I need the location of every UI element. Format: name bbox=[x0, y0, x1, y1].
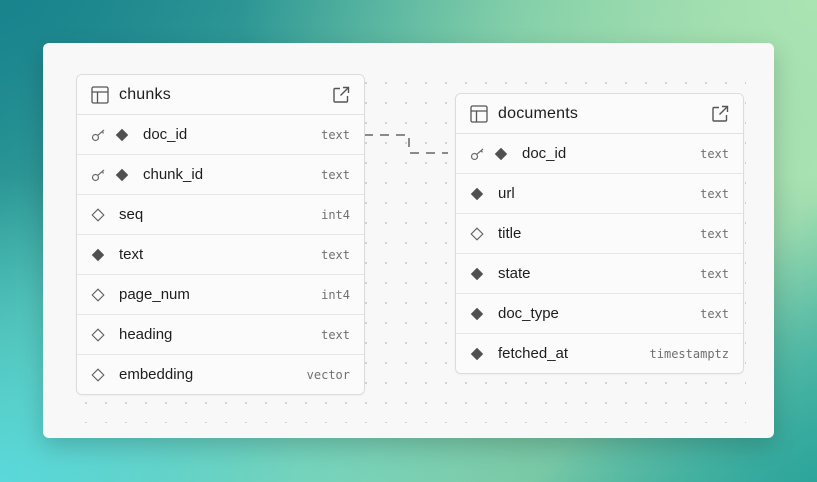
column-name: seq bbox=[119, 206, 144, 223]
column-row[interactable]: text text bbox=[77, 235, 364, 275]
table-header: chunks bbox=[77, 75, 364, 115]
column-row[interactable]: title text bbox=[456, 214, 743, 254]
key-icon bbox=[470, 147, 486, 161]
column-row[interactable]: chunk_id text bbox=[77, 155, 364, 195]
column-name: title bbox=[498, 225, 522, 242]
filled-diamond-icon bbox=[494, 147, 508, 161]
filled-diamond-icon bbox=[470, 267, 484, 281]
outline-diamond-icon bbox=[91, 207, 105, 222]
column-type: text bbox=[321, 247, 350, 262]
relation-connector bbox=[364, 134, 448, 154]
filled-diamond-icon bbox=[470, 187, 484, 201]
filled-diamond-icon bbox=[470, 307, 484, 321]
column-type: text bbox=[321, 327, 350, 342]
column-row[interactable]: state text bbox=[456, 254, 743, 294]
column-type: text bbox=[321, 127, 350, 142]
column-name: doc_id bbox=[522, 145, 567, 162]
column-name: chunk_id bbox=[143, 166, 204, 183]
column-type: text bbox=[700, 266, 729, 281]
external-link-icon[interactable] bbox=[332, 86, 350, 104]
filled-diamond-icon bbox=[115, 168, 129, 182]
column-row[interactable]: embedding vector bbox=[77, 355, 364, 394]
filled-diamond-icon bbox=[470, 347, 484, 361]
column-name: fetched_at bbox=[498, 345, 569, 362]
key-icon bbox=[91, 128, 107, 142]
column-type: text bbox=[700, 306, 729, 321]
outline-diamond-icon bbox=[91, 327, 105, 342]
external-link-icon[interactable] bbox=[711, 105, 729, 123]
column-row[interactable]: doc_id text bbox=[456, 134, 743, 174]
column-name: url bbox=[498, 185, 515, 202]
column-row[interactable]: seq int4 bbox=[77, 195, 364, 235]
column-row[interactable]: fetched_at timestamptz bbox=[456, 334, 743, 373]
column-name: state bbox=[498, 265, 531, 282]
column-type: int4 bbox=[321, 207, 350, 222]
column-type: timestamptz bbox=[649, 346, 729, 361]
column-row[interactable]: page_num int4 bbox=[77, 275, 364, 315]
key-icon bbox=[91, 168, 107, 182]
outline-diamond-icon bbox=[470, 226, 484, 241]
column-row[interactable]: doc_id text bbox=[77, 115, 364, 155]
column-row[interactable]: heading text bbox=[77, 315, 364, 355]
column-row[interactable]: doc_type text bbox=[456, 294, 743, 334]
outline-diamond-icon bbox=[91, 287, 105, 302]
column-name: heading bbox=[119, 326, 173, 343]
column-name: doc_id bbox=[143, 126, 188, 143]
column-name: doc_type bbox=[498, 305, 559, 322]
column-type: text bbox=[700, 146, 729, 161]
column-type: text bbox=[700, 186, 729, 201]
outline-diamond-icon bbox=[91, 367, 105, 382]
column-name: page_num bbox=[119, 286, 190, 303]
filled-diamond-icon bbox=[115, 128, 129, 142]
column-type: vector bbox=[306, 367, 350, 382]
column-type: text bbox=[700, 226, 729, 241]
column-type: int4 bbox=[321, 287, 350, 302]
filled-diamond-icon bbox=[91, 248, 105, 262]
table-icon bbox=[91, 85, 109, 104]
column-row[interactable]: url text bbox=[456, 174, 743, 214]
table-icon bbox=[470, 104, 488, 123]
column-type: text bbox=[321, 167, 350, 182]
table-name: chunks bbox=[119, 85, 171, 103]
column-name: embedding bbox=[119, 366, 194, 383]
table-header: documents bbox=[456, 94, 743, 134]
table-name: documents bbox=[498, 104, 579, 122]
column-name: text bbox=[119, 246, 144, 263]
